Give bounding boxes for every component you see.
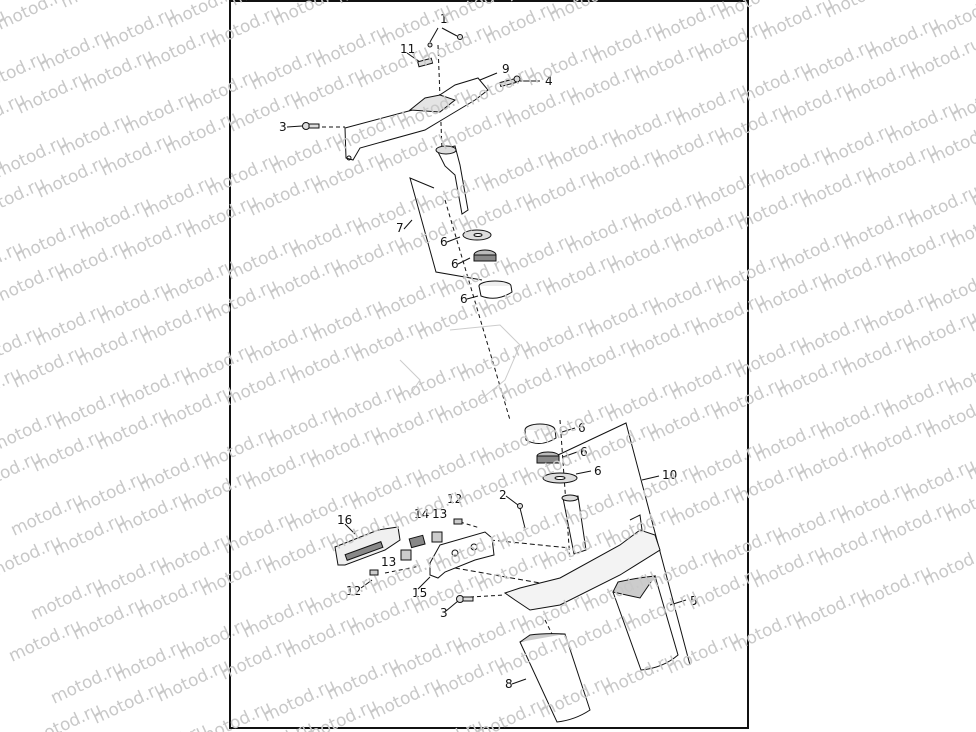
- callout-6: 6: [594, 464, 602, 478]
- callout-11: 11: [400, 42, 415, 56]
- leader-1a: [429, 27, 439, 43]
- screw-12b: [369, 569, 379, 576]
- leader-15: [417, 576, 431, 590]
- stem-nut-7: [435, 145, 469, 215]
- leader-6b: [457, 257, 471, 265]
- callout-12: 12: [447, 492, 462, 506]
- clip-nut-13b: [400, 549, 412, 561]
- dash-bracket: [489, 539, 571, 549]
- leader-3b: [445, 600, 459, 612]
- screw-12a: [453, 518, 463, 525]
- dash-3b: [469, 594, 506, 598]
- leader-3a: [286, 125, 303, 128]
- callout-10: 10: [662, 468, 677, 482]
- callout-13: 13: [432, 507, 447, 521]
- callout-6: 6: [440, 235, 448, 249]
- leader-9: [479, 72, 498, 81]
- faded-frame-outline: [399, 324, 521, 401]
- fork-cover-5: [612, 575, 679, 671]
- leader-10: [641, 475, 660, 481]
- leader-6c: [466, 295, 479, 300]
- callout-13: 13: [381, 555, 396, 569]
- screw-2: [517, 503, 526, 529]
- bolt-3a: [302, 122, 320, 130]
- callout-16: 16: [337, 513, 352, 527]
- callout-1: 1: [440, 12, 448, 26]
- diagram-frame: [229, 0, 749, 729]
- callout-2: 2: [499, 488, 507, 502]
- leader-5: [669, 599, 687, 606]
- leader-6f: [575, 470, 592, 475]
- callout-7: 7: [396, 221, 404, 235]
- bearing-6e: [536, 451, 560, 464]
- callout-6: 6: [580, 445, 588, 459]
- bolt-4: [499, 75, 521, 88]
- pin-11: [417, 34, 463, 68]
- bearing-6b: [473, 249, 497, 262]
- washer-6f: [542, 472, 578, 484]
- callout-6: 6: [460, 292, 468, 306]
- leader-8: [511, 678, 527, 685]
- callout-8: 8: [505, 677, 513, 691]
- race-6d: [524, 423, 557, 444]
- race-6c: [478, 280, 513, 299]
- washer-hole: [473, 233, 483, 237]
- control-unit-16: [334, 526, 401, 566]
- axis-low: [559, 419, 571, 561]
- dash-bracket-2: [454, 567, 541, 584]
- callout-5: 5: [690, 594, 698, 608]
- diagram-frame-top: [229, 0, 749, 2]
- bracket-10: [557, 422, 691, 666]
- callout-14: 14: [414, 507, 429, 521]
- leader-6d: [561, 427, 576, 433]
- bracket-15: [429, 531, 495, 579]
- callout-6: 6: [451, 257, 459, 271]
- dash-12b: [384, 565, 421, 574]
- bracket-7: [409, 177, 483, 281]
- clip-nut-13a: [431, 531, 443, 543]
- leader-1b: [441, 27, 458, 37]
- callout-6: 6: [578, 421, 586, 435]
- callout-9: 9: [502, 62, 510, 76]
- upper-triple-clamp: [344, 77, 489, 161]
- callout-12: 12: [346, 584, 361, 598]
- callout-15: 15: [412, 586, 427, 600]
- callout-3: 3: [279, 120, 287, 134]
- connector-14: [408, 534, 426, 549]
- leader-7: [403, 219, 413, 230]
- callout-4: 4: [545, 74, 553, 88]
- axis-mid: [444, 199, 511, 421]
- lower-triple-clamp: [503, 494, 661, 611]
- leader-6a: [446, 236, 461, 243]
- leader-2: [505, 495, 519, 506]
- bolt-3b: [456, 595, 474, 603]
- dash-12a: [459, 521, 481, 529]
- callout-3: 3: [440, 606, 448, 620]
- leader-12b: [360, 579, 373, 589]
- leader-11: [406, 52, 421, 63]
- leader-16: [344, 523, 356, 535]
- leader-6e: [562, 451, 578, 458]
- fork-cover-8: [519, 633, 591, 723]
